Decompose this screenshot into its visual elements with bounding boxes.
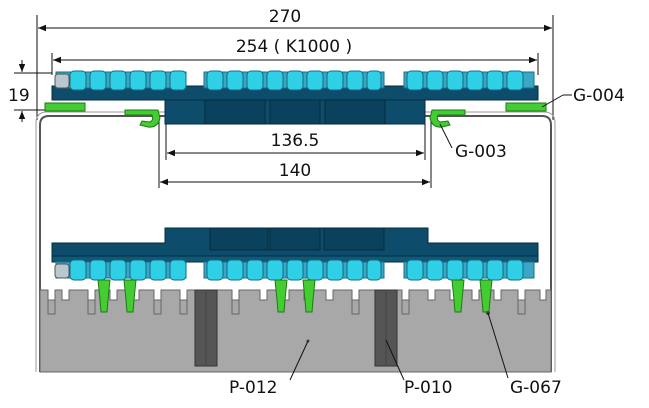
callout-g004-label: G-004 bbox=[573, 86, 625, 106]
dimension-belt-width-label: 254 ( K1000 ) bbox=[236, 37, 352, 57]
dimension-overall-width: 270 bbox=[36, 7, 554, 120]
callout-p012-label: P-012 bbox=[229, 378, 277, 398]
dimension-outer-width: 140 bbox=[158, 120, 432, 188]
dimension-overall-width-label: 270 bbox=[269, 7, 301, 27]
top-belt-assembly bbox=[44, 70, 547, 128]
dimension-height: 19 bbox=[8, 60, 52, 122]
dimension-height-label: 19 bbox=[8, 86, 30, 106]
callout-p012: P-012 bbox=[229, 340, 309, 398]
callout-g067-label: G-067 bbox=[510, 378, 562, 398]
dimension-belt-width: 254 ( K1000 ) bbox=[51, 37, 539, 75]
dimension-inner-width-label: 136.5 bbox=[271, 131, 320, 151]
green-pins bbox=[97, 279, 493, 313]
callout-p010-label: P-010 bbox=[404, 378, 452, 398]
guide-strip-right bbox=[505, 102, 547, 112]
base-plate bbox=[39, 289, 552, 373]
bottom-belt-assembly bbox=[51, 227, 539, 281]
guide-strip-left bbox=[44, 102, 86, 112]
dimension-outer-width-label: 140 bbox=[279, 161, 311, 181]
guide-hook-left bbox=[124, 109, 161, 128]
callout-g003: G-003 bbox=[439, 123, 507, 162]
callout-g003-label: G-003 bbox=[455, 142, 507, 162]
dimension-inner-width: 136.5 bbox=[165, 118, 426, 160]
bottom-roller-row bbox=[69, 259, 524, 281]
callout-g004: G-004 bbox=[541, 86, 625, 108]
callout-p010: P-010 bbox=[385, 339, 452, 398]
guide-hook-right bbox=[429, 109, 466, 128]
callout-g067: G-067 bbox=[487, 312, 562, 398]
